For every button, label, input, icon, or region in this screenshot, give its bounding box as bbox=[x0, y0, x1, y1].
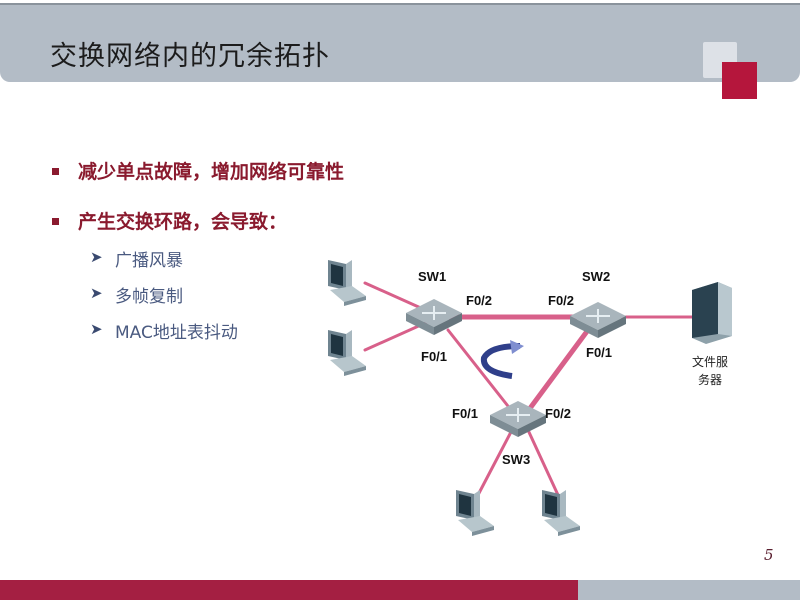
bullet-icon bbox=[52, 218, 59, 225]
port-label: F0/2 bbox=[545, 406, 571, 421]
port-label: F0/1 bbox=[421, 349, 447, 364]
page-number: 5 bbox=[764, 546, 774, 564]
switch-sw3-icon bbox=[489, 400, 547, 438]
logo-square-red bbox=[722, 62, 757, 99]
switch-label: SW2 bbox=[582, 269, 610, 284]
pc-icon bbox=[328, 260, 366, 306]
footer-bar-grey bbox=[578, 580, 800, 600]
file-server-icon bbox=[692, 282, 732, 344]
switch-label: SW1 bbox=[418, 269, 446, 284]
loop-arrow-icon bbox=[480, 343, 521, 379]
link-sw3-pc4 bbox=[526, 428, 560, 497]
sub-bullet-text: 多帧复制 bbox=[115, 287, 183, 307]
switch-sw2-icon bbox=[569, 301, 627, 339]
link-sw1-sw3 bbox=[446, 328, 517, 417]
link-sw3-pc3 bbox=[476, 428, 514, 497]
bullet-text: 产生交换环路，会导致： bbox=[78, 211, 288, 233]
port-label: F0/2 bbox=[466, 293, 492, 308]
switch-label: SW3 bbox=[502, 452, 530, 467]
footer-bar-red bbox=[0, 580, 578, 600]
title-bar bbox=[0, 3, 800, 82]
port-label: F0/2 bbox=[548, 293, 574, 308]
arrow-bullet-icon: ➤ bbox=[90, 320, 103, 338]
link-sw2-sw3 bbox=[522, 327, 591, 418]
server-label: 务器 bbox=[698, 372, 722, 387]
pc-icon bbox=[328, 330, 366, 376]
arrow-bullet-icon: ➤ bbox=[90, 248, 103, 266]
port-label: F0/1 bbox=[586, 345, 612, 360]
pc-icon bbox=[542, 490, 580, 536]
bullet-text: 减少单点故障，增加网络可靠性 bbox=[78, 161, 345, 183]
sub-bullet-text: MAC地址表抖动 bbox=[115, 323, 238, 343]
server-label: 文件服 bbox=[692, 354, 728, 369]
bullet-icon bbox=[52, 168, 59, 175]
arrow-bullet-icon: ➤ bbox=[90, 284, 103, 302]
port-label: F0/1 bbox=[452, 406, 478, 421]
slide-title: 交换网络内的冗余拓扑 bbox=[50, 41, 330, 72]
sub-bullet-text: 广播风暴 bbox=[115, 251, 183, 271]
pc-icon bbox=[456, 490, 494, 536]
